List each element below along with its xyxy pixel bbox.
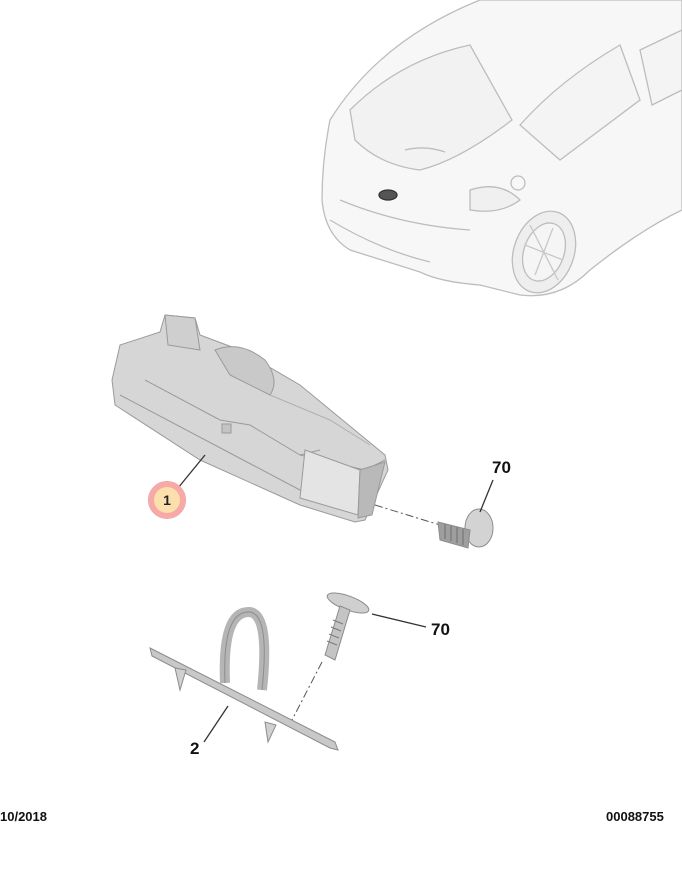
callout-70-upper[interactable]: 70 <box>492 458 511 477</box>
footer-reference: 00088755 <box>606 809 664 824</box>
callout-1-hotspot[interactable]: 1 <box>148 481 186 519</box>
leader-line-1 <box>177 454 206 489</box>
callout-1-label: 1 <box>163 492 171 508</box>
screw-illustration <box>324 592 370 661</box>
footer-date: 10/2018 <box>0 809 47 824</box>
callout-2[interactable]: 2 <box>190 739 200 758</box>
alignment-line-2 <box>291 661 323 721</box>
towing-eye-illustration <box>149 607 339 751</box>
screw-washer-illustration <box>437 508 494 549</box>
car-illustration <box>321 0 682 297</box>
leader-line-70a <box>479 479 494 513</box>
control-module-illustration <box>111 314 389 523</box>
alignment-line <box>374 504 441 526</box>
leader-line-70b <box>371 613 427 628</box>
callout-70-lower[interactable]: 70 <box>431 620 450 639</box>
leader-line-2 <box>203 705 229 743</box>
